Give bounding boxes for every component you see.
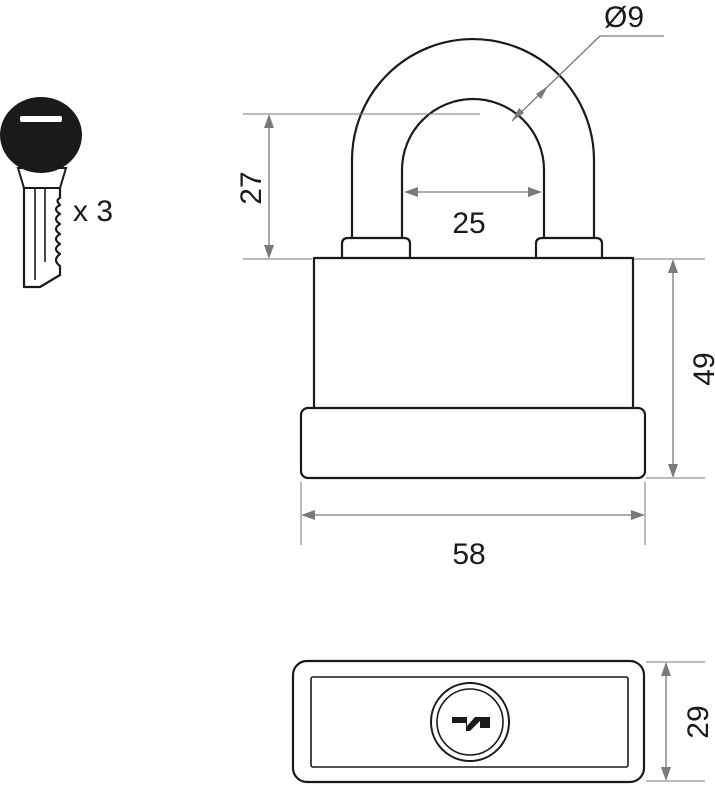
padlock-body-bumper [299,406,647,480]
key-blade-groove [34,175,46,280]
dimension-body-width [300,482,646,545]
dimension-shackle-height [243,113,480,260]
key-blade [22,164,62,289]
key-head [0,97,82,173]
keyhole-cylinder-inner [436,688,504,756]
dimension-body-depth-label: 29 [682,705,715,738]
shackle-left-collar [340,236,412,262]
dimension-shackle-height-label: 27 [235,171,268,204]
key-quantity-label: x 3 [73,195,113,228]
key-head-slot [20,116,62,122]
dimension-body-depth [646,661,705,782]
dimension-body-height-label: 49 [688,352,715,385]
dimension-body-height [634,258,705,479]
padlock-bottom-inner-panel [310,676,629,768]
key-icon [0,97,82,289]
keyhole-icon [452,717,490,731]
padlock-shackle [350,37,596,252]
shackle-right-collar [534,236,604,262]
dimension-body-width-label: 58 [452,538,485,571]
padlock-body [312,256,635,412]
keyhole-cylinder-outer [430,682,510,762]
dimension-shackle-inner-width [404,187,542,197]
dimension-shackle-inner-width-label: 25 [452,207,485,240]
dimension-shackle-diameter [511,35,664,122]
dimension-shackle-diameter-label: Ø9 [604,1,644,34]
